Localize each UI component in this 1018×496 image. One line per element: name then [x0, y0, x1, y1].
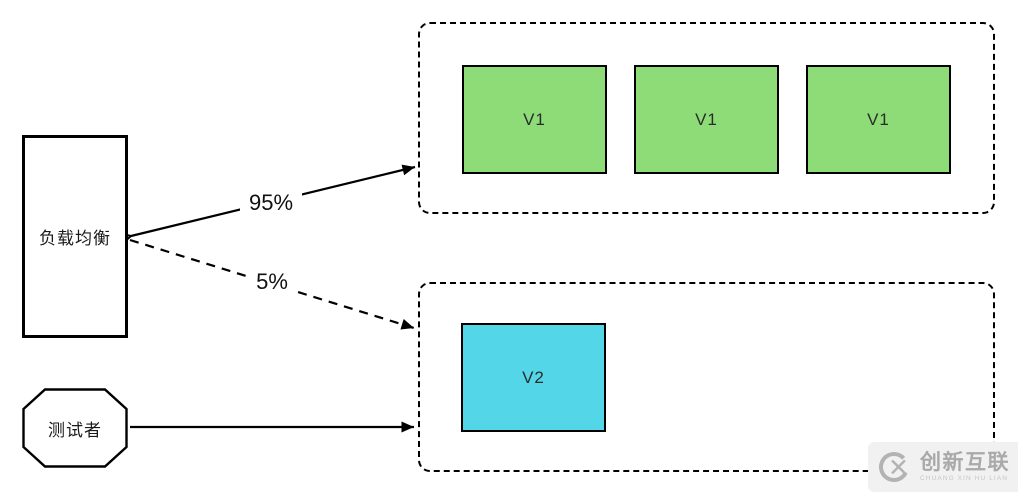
node-load-balancer: 负载均衡: [22, 135, 128, 338]
watermark-text: 创新互联 CHUANG XIN HU LIAN: [920, 452, 1010, 483]
v1-label: V1: [695, 109, 718, 129]
v1-group-container: [418, 22, 995, 214]
v2-label: V2: [522, 367, 545, 387]
watermark-logo-icon: ✕: [877, 449, 913, 485]
watermark-subtitle: CHUANG XIN HU LIAN: [920, 474, 1009, 482]
watermark: ✕ 创新互联 CHUANG XIN HU LIAN: [868, 442, 1018, 492]
node-tester: 测试者: [22, 388, 128, 468]
v2-group-container: [418, 282, 995, 472]
tester-label: 测试者: [48, 420, 102, 440]
v1-label: V1: [523, 109, 546, 129]
node-v2-1: V2: [461, 323, 606, 432]
node-v1-2: V1: [634, 65, 779, 174]
octagon-shape: [22, 388, 128, 468]
watermark-brand: 创新互联: [920, 450, 1010, 474]
node-v1-1: V1: [462, 65, 607, 174]
edge-label-5-percent: 5%: [247, 270, 297, 294]
edge-label-95-percent: 95%: [240, 191, 302, 215]
node-v1-3: V1: [806, 65, 951, 174]
load-balancer-label: 负载均衡: [39, 229, 111, 248]
svg-text:✕: ✕: [888, 454, 909, 482]
v1-label: V1: [867, 109, 890, 129]
